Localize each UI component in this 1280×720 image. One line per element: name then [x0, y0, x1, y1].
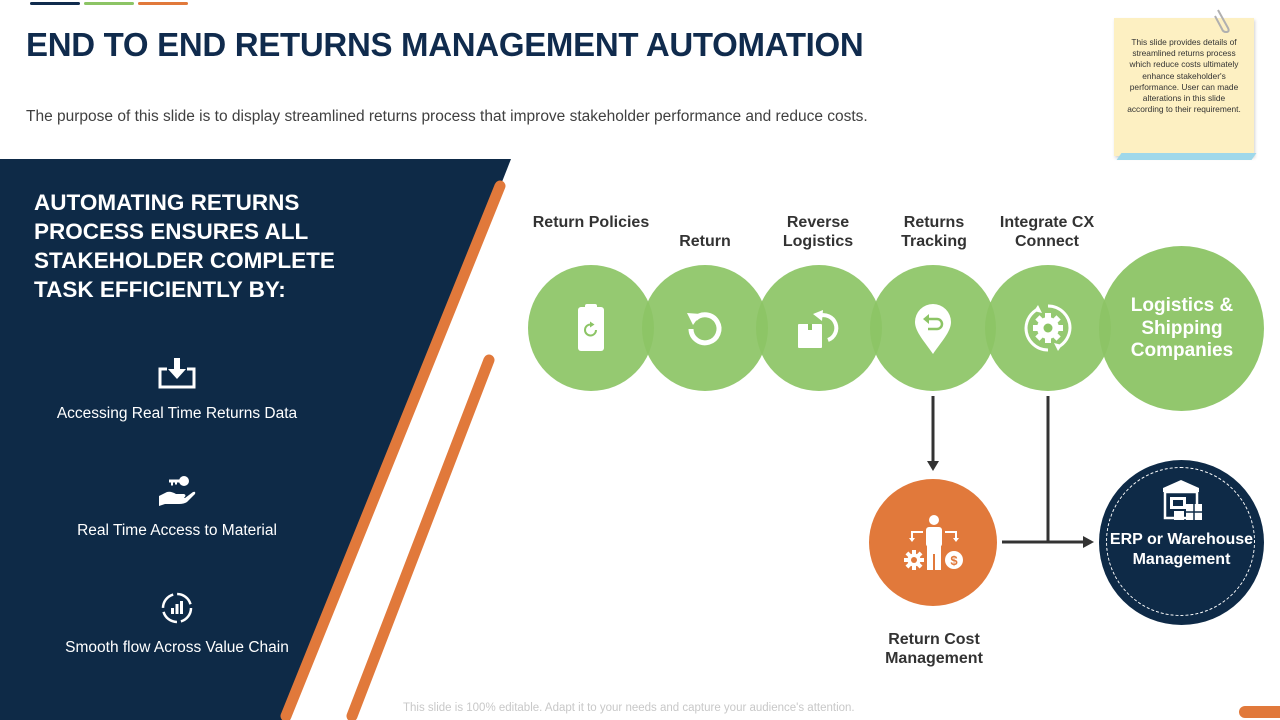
download-tray-icon: [158, 358, 196, 389]
end-node-label: Logistics & Shipping Companies: [1130, 295, 1234, 361]
clipboard-refresh-icon: [578, 304, 604, 351]
page-subtitle: The purpose of this slide is to display …: [26, 108, 868, 125]
erp-circle-dashed-ring: [1106, 467, 1255, 616]
step-label-integrate-cx: Integrate CX Connect: [999, 214, 1095, 250]
step-label-return: Return: [679, 233, 731, 250]
step-label-reverse-logistics: Reverse Logistics: [782, 214, 854, 250]
gear-cycle-icon: [1024, 304, 1072, 352]
feature-label-returns-data: Accessing Real Time Returns Data: [56, 405, 298, 422]
accent-bar-green: [84, 2, 134, 5]
location-pin-return-icon: [915, 304, 951, 354]
page-title: END TO END RETURNS MANAGEMENT AUTOMATION: [26, 26, 864, 63]
step-label-return-policies: Return Policies: [532, 214, 650, 231]
erp-label: ERP or Warehouse Management: [1109, 531, 1254, 568]
step-circle-return: [642, 265, 768, 391]
sticky-note-text: This slide provides details of streamlin…: [1127, 37, 1241, 115]
box-return-icon: [798, 310, 839, 348]
feature-label-material-access: Real Time Access to Material: [77, 522, 277, 539]
paperclip-icon: [1214, 9, 1230, 34]
feature-label-value-chain: Smooth flow Across Value Chain: [65, 639, 289, 656]
warehouse-icon: [1163, 480, 1202, 520]
accent-bar-navy: [30, 2, 80, 5]
left-panel-heading: AUTOMATING RETURNS PROCESS ENSURES ALL S…: [34, 190, 335, 302]
accent-bar-orange: [138, 2, 188, 5]
hand-key-icon: [159, 476, 196, 506]
corner-accent-pill: [1239, 706, 1280, 718]
svg-text:$: $: [950, 553, 958, 568]
end-node-circle: [1099, 246, 1264, 411]
footer-note: This slide is 100% editable. Adapt it to…: [403, 702, 855, 714]
person-gear-dollar-icon: $: [904, 515, 963, 570]
return-cost-label: Return Cost Management: [885, 631, 983, 667]
undo-arrow-icon: [687, 312, 722, 346]
step-label-returns-tracking: Returns Tracking: [901, 214, 967, 250]
sticky-note: This slide provides details of streamlin…: [1114, 18, 1254, 156]
flow-cycle-icon: [161, 592, 193, 624]
